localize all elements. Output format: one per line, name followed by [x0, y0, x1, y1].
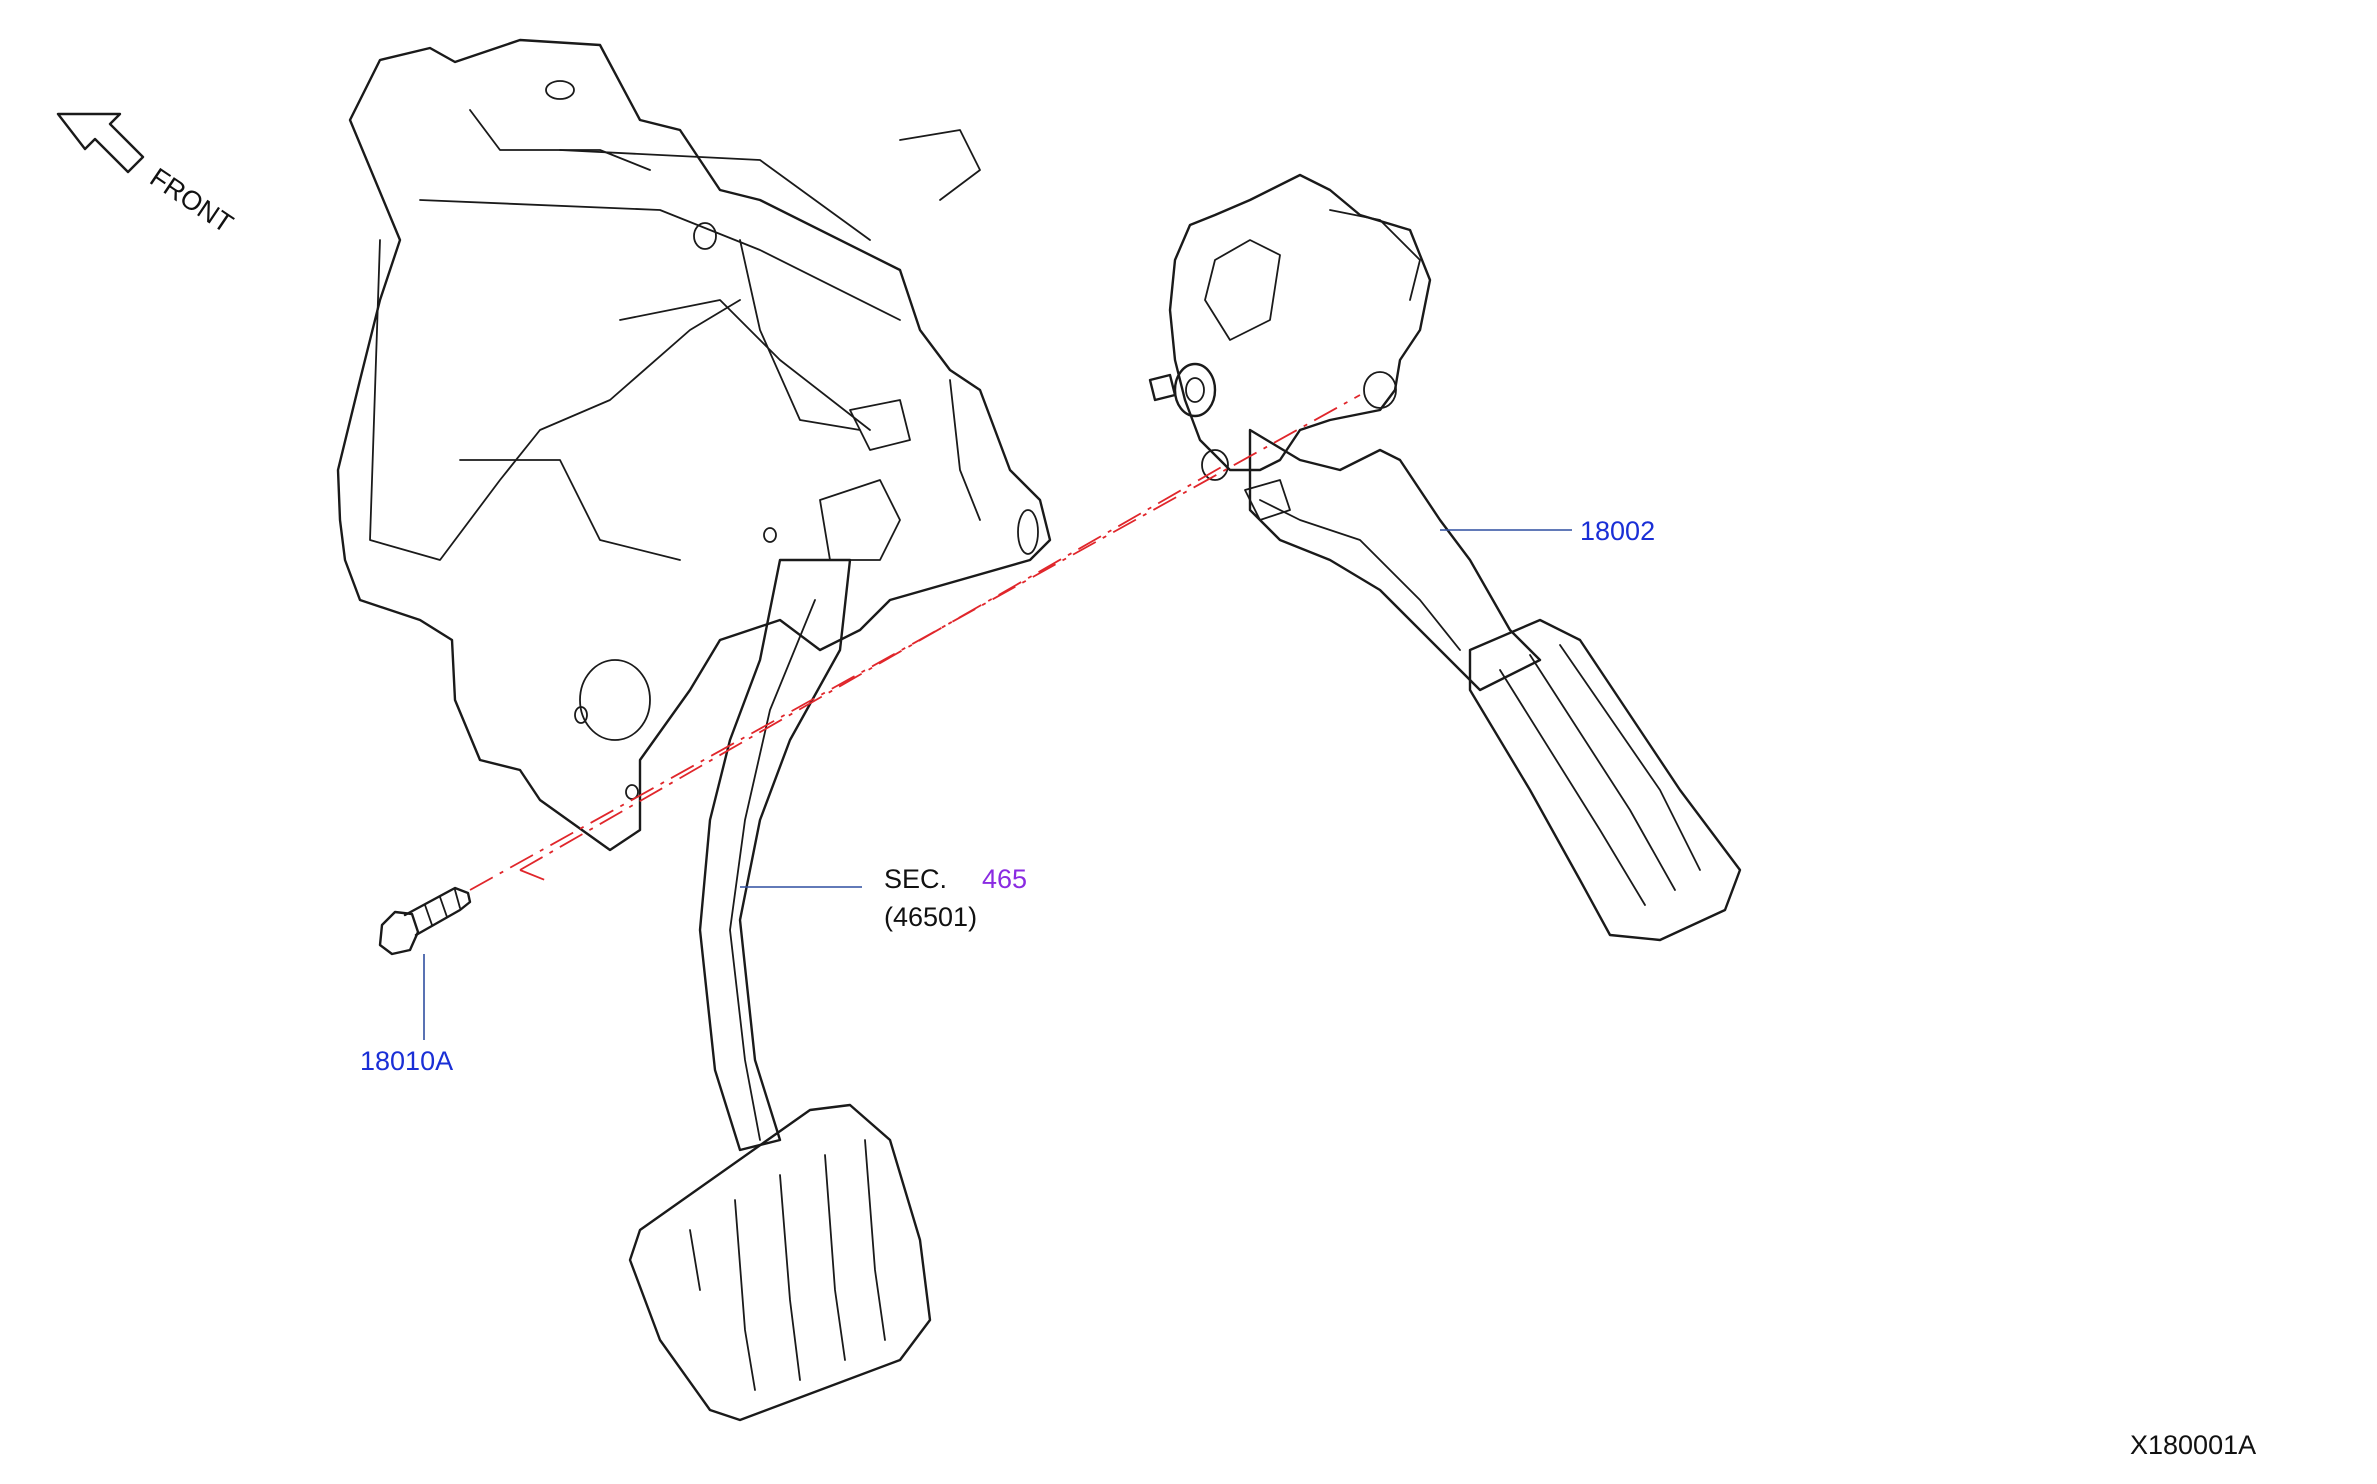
accelerator-pedal — [1148, 173, 1742, 942]
section-number: 465 — [982, 864, 1027, 894]
section-sub-number: (46501) — [884, 902, 977, 932]
front-arrow-icon — [56, 112, 145, 174]
diagram-code: X180001A — [2130, 1430, 2256, 1460]
part-number-bolt: 18010A — [360, 1046, 453, 1076]
section-prefix: SEC. — [884, 864, 947, 894]
front-label: FRONT — [145, 162, 239, 239]
brake-pedal — [628, 558, 932, 1422]
alignment-centerlines — [469, 394, 1361, 891]
pedal-bracket — [336, 38, 1052, 852]
part-number-accelerator-pedal: 18002 — [1580, 516, 1655, 546]
bolt — [378, 886, 472, 956]
